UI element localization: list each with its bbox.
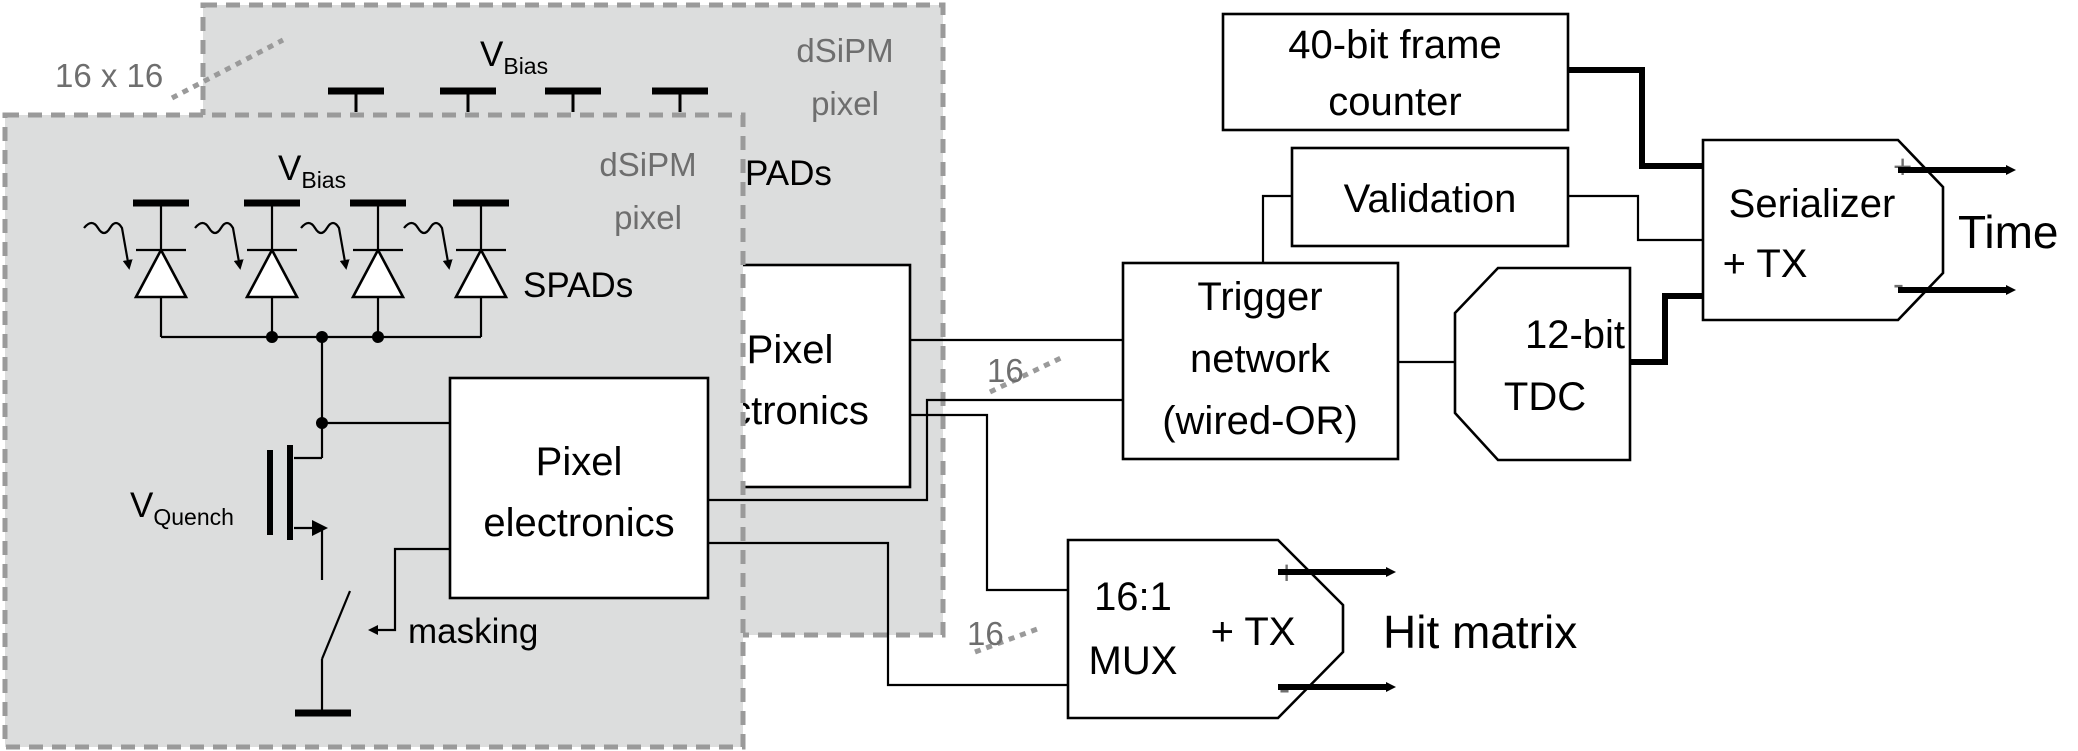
frame-counter-line2: counter [1328,80,1461,124]
quench-transistor [267,423,328,580]
frame-counter-line1: 40-bit frame [1288,23,1501,67]
vquench-label: VQuench [130,486,234,530]
serializer-block [1701,138,1945,322]
serializer-minus-sign: - [1893,265,1904,302]
tdc-block [1453,266,1632,462]
spad-diode [194,199,300,337]
hit-matrix-label: Hit matrix [1383,606,1577,658]
pixel-front-title-line1: dSiPM [599,146,696,183]
validation-block [1290,146,1570,248]
pixel-front-vbias: VBias [278,149,346,193]
validation-trigger-wire [1261,194,1292,263]
tdc-line1: 12-bit [1525,313,1625,357]
pixel-back-electronics-line2: ctronics [731,389,869,433]
pixel-back-vbias: VBias [480,35,548,79]
mux-bus-label: 16 [967,615,1004,652]
pixel-front-electronics-line2: electronics [483,501,674,545]
serializer-line1: Serializer [1729,182,1896,226]
tdc-line2: TDC [1504,375,1586,419]
array-dotted-line [170,37,285,101]
pixel-back-electronics-line1: Pixel [747,328,834,372]
counter-serializer-wire [1568,67,1703,169]
frame-counter-block [1221,12,1570,132]
tdc-serializer-wire [1630,293,1703,365]
serializer-line2: + TX [1723,242,1808,286]
pixel-front-electronics-line1: Pixel [536,440,623,484]
spad-diode [83,199,189,337]
pixel-back-electronics [728,263,912,489]
pixel-back-spads-label: PADs [745,154,832,193]
time-output-label: Time [1958,206,2059,258]
trigger-line3: (wired-OR) [1162,399,1358,443]
mux-line2: MUX [1089,639,1178,683]
trigger-network-block [1121,261,1400,461]
masking-label: masking [408,612,538,651]
validation-serializer-wire [1568,194,1703,242]
mux-tx-label: + TX [1211,610,1296,654]
array-size-label: 16 x 16 [55,57,163,94]
spad-array [83,199,509,337]
spads-label: SPADs [523,266,633,305]
validation-label: Validation [1344,177,1517,221]
spad-diode [403,199,509,337]
serializer-plus-sign: + [1893,148,1912,185]
masking-switch [295,547,450,717]
pixel-back-title-line2: pixel [811,85,879,122]
pixel-front: dSiPM pixel VBias [2,112,746,750]
trigger-bus-wires [708,338,1123,687]
pixel-front-electronics [448,376,710,600]
trigger-line2: network [1190,337,1331,381]
spad-diode [300,199,406,337]
pixel-front-title-line2: pixel [614,199,682,236]
mux-block [1066,538,1345,720]
mux-line1: 16:1 [1094,575,1172,619]
trigger-line1: Trigger [1197,275,1322,319]
trigger-bus-label: 16 [987,352,1024,389]
pixel-back-title-line1: dSiPM [796,32,893,69]
pixel-back-vbias-rails [328,87,708,112]
